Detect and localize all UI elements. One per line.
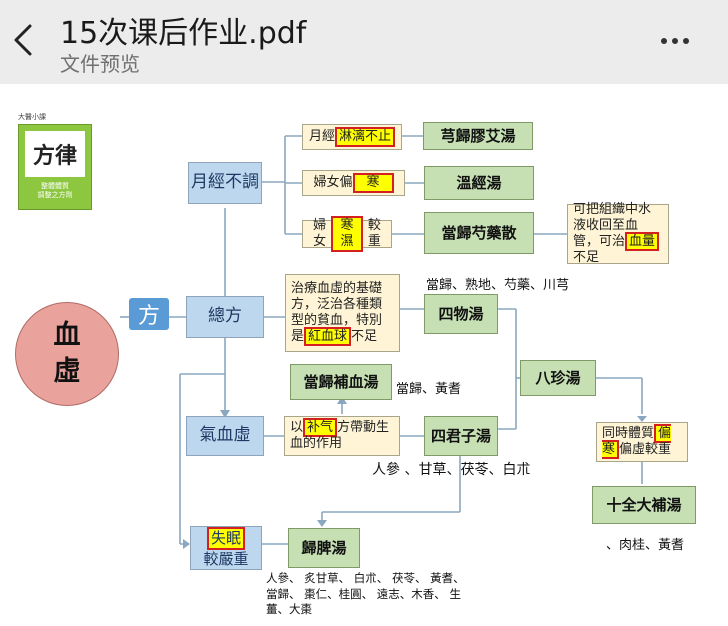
more-horizontal-icon	[661, 38, 667, 44]
note-zongfang: 治療血虛的基礎方，泛治各種類型的貧血，特別是紅血球不足	[285, 274, 400, 352]
node-shimian: 失眠 較嚴重	[190, 526, 262, 570]
logo: 方律 整體體質 調整之方劑	[18, 124, 92, 210]
file-preview-label: 文件预览	[60, 52, 140, 76]
logo-caption: 整體體質 調整之方劑	[37, 182, 73, 200]
cond-hanshi: 婦女寒濕較重	[302, 215, 392, 253]
back-button[interactable]	[6, 18, 42, 62]
xuexu-circle: 血 虛	[15, 302, 119, 406]
more-horizontal-icon	[672, 38, 678, 44]
app-header: 15次课后作业.pdf 文件预览	[0, 0, 728, 84]
formula-shiquan: 十全大補湯	[592, 486, 696, 524]
connector-lines	[120, 135, 647, 549]
formula-dangguibuxue: 當歸補血湯	[290, 364, 392, 400]
dangguibuxue-herbs: 當歸、黃耆	[396, 382, 462, 397]
more-button[interactable]	[655, 28, 695, 54]
siwu-herbs: 當歸、熟地、芍藥、川芎	[426, 278, 570, 293]
formula-bazhentang: 八珍湯	[520, 360, 596, 396]
formula-wenjing: 溫經湯	[424, 166, 534, 200]
fang-label: 方	[129, 298, 169, 330]
sijunzi-herbs: 人參 、甘草、茯苓、白朮	[372, 462, 531, 478]
cond-pianhan: 婦女偏寒	[302, 170, 405, 196]
formula-guipi: 歸脾湯	[288, 528, 360, 568]
node-qixuexu: 氣血虛	[186, 416, 264, 456]
shiquan-herbs: 、肉桂、黃耆	[606, 538, 685, 553]
formula-xiongguijiaoai: 芎歸膠艾湯	[423, 122, 533, 150]
formula-sijunzi: 四君子湯	[424, 416, 498, 456]
formula-dangguishaoyao: 當歸芍藥散	[424, 212, 534, 254]
note-shuiye: 可把組織中水液收回至血管，可治血量不足	[567, 202, 669, 265]
pdf-page[interactable]: 大醫小課 方律 整體體質 調整之方劑 血 虛 方 月經不調 總方 氣血虛 失眠 …	[0, 84, 728, 626]
more-horizontal-icon	[683, 38, 689, 44]
logo-caption-top: 大醫小課	[18, 113, 46, 121]
node-yuejing-butiao: 月經不調	[188, 162, 262, 204]
note-buqi: 以补气方帶動生血的作用	[284, 416, 400, 456]
note-pianhan: 同時體質偏寒偏虛較重	[596, 422, 688, 462]
chevron-left-icon	[14, 24, 32, 56]
node-zongfang: 總方	[186, 296, 264, 338]
guipi-herbs: 人參、 炙甘草、 白朮、 茯苓、 黃耆、當歸、 棗仁、桂圓、 遠志、木香、 生薑…	[266, 571, 465, 617]
logo-calligraphy: 方律	[25, 131, 85, 177]
highlight-shimian: 失眠	[206, 527, 245, 550]
formula-siwutang: 四物湯	[424, 294, 498, 334]
cond-yuejing: 月經淋漓不止	[302, 124, 402, 150]
file-title: 15次课后作业.pdf	[60, 16, 307, 51]
